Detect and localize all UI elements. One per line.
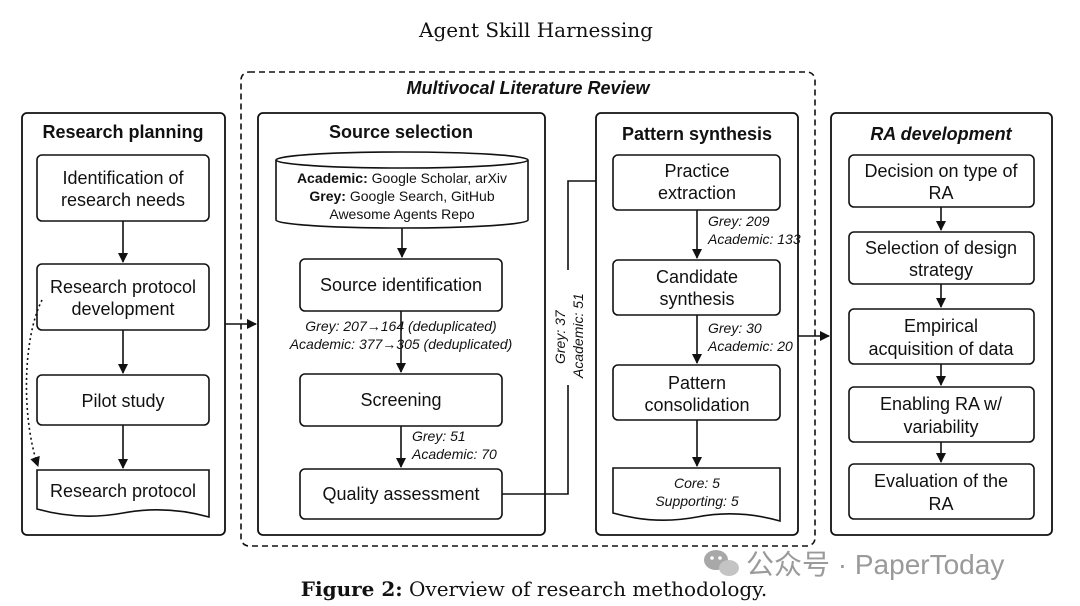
figure-caption-text: Overview of research methodology. [403,577,768,601]
ra-type-line2: RA [928,183,953,203]
mlr-container [240,71,816,547]
evaluation-line2: RA [928,494,953,514]
dotted-feedback-arrow [25,299,43,467]
mlr-label: Multivocal Literature Review [406,78,650,98]
connector-grey: Grey: 37 [552,309,568,364]
database-academic-line: Academic: Google Scholar, arXiv [297,170,507,186]
pilot-study-label: Pilot study [81,391,164,411]
pattern-consolidation-line1: Pattern [668,373,726,393]
protocol-development-box [36,263,210,331]
sources-database [275,160,529,229]
extraction-grey: Grey: 209 [708,213,770,229]
protocol-development-line1: Research protocol [50,277,196,297]
diagram-title: Agent Skill Harnessing [418,18,653,42]
identification-line2: research needs [61,190,185,210]
variability-line1: Enabling RA w/ [880,394,1002,414]
candidate-grey: Grey: 30 [708,320,762,336]
connector-academic: Academic: 51 [570,293,586,379]
pattern-consolidation-line2: consolidation [644,395,749,415]
screening-label: Screening [360,390,441,410]
empirical-acquisition-line2: acquisition of data [868,339,1014,359]
screening-academic: Academic: 70 [411,446,497,462]
candidate-synthesis-line1: Candidate [656,267,738,287]
design-strategy-line2: strategy [909,260,973,280]
patterns-document [612,467,781,523]
practice-extraction-line2: extraction [658,183,736,203]
identification-line1: Identification of [62,168,184,188]
empirical-acquisition-line1: Empirical [904,316,978,336]
protocol-development-line2: development [71,299,174,319]
source-selection-header: Source selection [329,122,473,142]
patterns-core: Core: 5 [674,475,720,491]
evaluation-line1: Evaluation of the [874,471,1008,491]
sources-database-top [275,151,529,169]
pattern-synthesis-header: Pattern synthesis [622,124,772,144]
design-strategy-line1: Selection of design [865,238,1017,258]
ra-type-line1: Decision on type of [864,161,1018,181]
candidate-synthesis-line2: synthesis [659,289,734,309]
screening-grey: Grey: 51 [412,428,466,444]
dedup-grey: Grey: 207→164 (deduplicated) [305,318,496,334]
watermark-text: 公众号 · PaperToday [746,549,1004,580]
research-protocol-document [36,469,210,519]
dedup-academic: Academic: 377→305 (deduplicated) [289,336,513,352]
wechat-icon [704,550,739,576]
practice-extraction-line1: Practice [664,161,729,181]
candidate-academic: Academic: 20 [707,338,793,354]
evaluation-box [848,463,1035,520]
quality-assessment-label: Quality assessment [322,484,479,504]
identification-box [36,154,210,222]
research-protocol-label: Research protocol [50,481,196,501]
figure-caption-label: Figure 2: [301,577,403,601]
variability-line2: variability [903,417,978,437]
ra-development-header: RA development [870,124,1012,144]
database-repo-line: Awesome Agents Repo [329,206,474,222]
database-grey-line: Grey: Google Search, GitHub [309,188,494,204]
research-planning-header: Research planning [42,122,203,142]
connector-label-bg [548,270,588,385]
figure-caption: Figure 2: Overview of research methodolo… [301,577,767,601]
source-identification-label: Source identification [320,275,482,295]
patterns-supporting: Supporting: 5 [655,493,738,509]
extraction-academic: Academic: 133 [707,231,801,247]
